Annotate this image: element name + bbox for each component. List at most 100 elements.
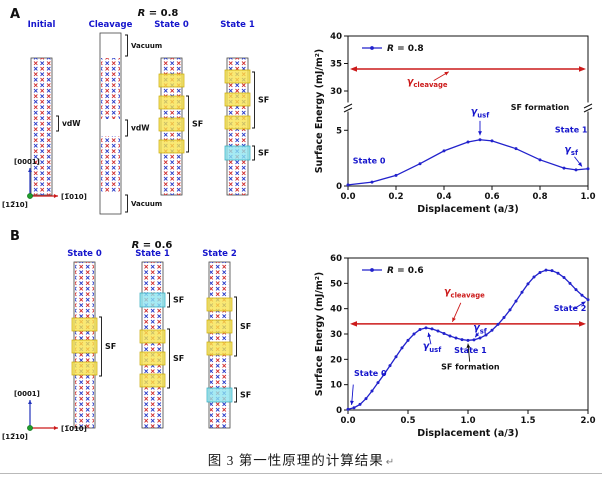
arrow-head bbox=[53, 194, 58, 198]
x-tick-label: 1.0 bbox=[580, 192, 595, 202]
data-point bbox=[460, 338, 464, 342]
region-bracket bbox=[99, 316, 102, 377]
data-point bbox=[574, 288, 578, 292]
axis-label-0001: [0001] bbox=[14, 158, 40, 166]
data-point bbox=[442, 331, 446, 335]
data-point bbox=[466, 140, 470, 144]
annotation: γsf bbox=[473, 323, 488, 336]
atomic-column: SF State 0 bbox=[67, 249, 116, 429]
yellow-sf-band bbox=[206, 297, 233, 312]
column-label: State 2 bbox=[202, 249, 237, 259]
yellow-sf-band bbox=[158, 139, 185, 154]
yellow-sf-band bbox=[206, 319, 233, 334]
y-tick-label: 40 bbox=[330, 305, 342, 315]
region-bracket bbox=[167, 328, 170, 389]
region-label: SF bbox=[105, 342, 116, 351]
axis-break-mark bbox=[583, 103, 593, 113]
column-label: Initial bbox=[28, 20, 56, 30]
yellow-sf-band bbox=[139, 373, 166, 388]
data-point bbox=[502, 316, 506, 320]
yellow-sf-band bbox=[158, 73, 185, 88]
data-point bbox=[346, 183, 350, 187]
region-label: SF bbox=[240, 322, 251, 331]
axis-label-1210: [12̅10] bbox=[2, 433, 28, 441]
annotation: State 0 bbox=[353, 157, 386, 166]
data-point bbox=[388, 364, 392, 368]
y-tick-label: 30 bbox=[330, 87, 342, 97]
data-point bbox=[586, 298, 590, 302]
x-tick-label: 0.4 bbox=[436, 192, 451, 202]
data-point bbox=[490, 139, 494, 143]
crystal-axes: [0001][1̅010][12̅10] bbox=[2, 158, 87, 209]
region-bracket bbox=[125, 194, 128, 213]
column-label: State 0 bbox=[67, 249, 102, 259]
atom-region bbox=[32, 58, 51, 195]
data-point bbox=[520, 290, 524, 294]
annotation: State 2 bbox=[554, 304, 587, 313]
yellow-sf-band bbox=[139, 351, 166, 366]
annotation: γsf bbox=[564, 145, 579, 158]
data-point bbox=[538, 270, 542, 274]
page-bottom-rule bbox=[0, 473, 602, 474]
x-tick-label: 0.0 bbox=[340, 192, 355, 202]
data-point bbox=[556, 271, 560, 275]
yellow-sf-band bbox=[224, 115, 251, 130]
annotation: SF formation bbox=[441, 362, 500, 371]
panel-label-B: B bbox=[10, 229, 20, 244]
data-point bbox=[508, 308, 512, 312]
region-bracket bbox=[56, 115, 59, 132]
plot-frame bbox=[347, 257, 589, 411]
data-point bbox=[394, 355, 398, 359]
data-point bbox=[478, 336, 482, 340]
figure-caption: 图 3 第一性原理的计算结果↵ bbox=[0, 449, 602, 469]
yellow-sf-band bbox=[71, 361, 98, 376]
out-of-plane-axis-dot bbox=[27, 193, 33, 199]
arrow-head bbox=[444, 71, 449, 76]
data-point bbox=[448, 334, 452, 338]
region-bracket bbox=[167, 292, 170, 308]
region-label: SF bbox=[258, 149, 269, 158]
yellow-sf-band bbox=[71, 339, 98, 354]
axis-break-gap bbox=[346, 102, 350, 112]
axis-label-1210: [12̅10] bbox=[2, 201, 28, 209]
y-tick-label: 40 bbox=[330, 32, 342, 42]
y-tick-label: 10 bbox=[330, 381, 342, 391]
data-point bbox=[466, 338, 470, 342]
data-point bbox=[538, 158, 542, 162]
region-label: SF bbox=[258, 96, 269, 105]
data-point bbox=[358, 402, 362, 406]
cyan-sf-band bbox=[224, 145, 251, 161]
atom-region bbox=[143, 262, 162, 428]
panel-title: R = 0.6 bbox=[132, 240, 173, 251]
data-point bbox=[406, 338, 410, 342]
region-bracket bbox=[234, 296, 237, 357]
data-point bbox=[454, 336, 458, 340]
atom-region bbox=[101, 136, 120, 193]
cleavage-arrow-right bbox=[579, 321, 586, 327]
yellow-sf-band bbox=[158, 117, 185, 132]
data-point bbox=[424, 326, 428, 330]
data-point bbox=[532, 275, 536, 279]
data-point bbox=[550, 269, 554, 273]
arrow-head bbox=[427, 332, 432, 338]
legend-label: R = 0.6 bbox=[387, 266, 424, 276]
yellow-sf-band bbox=[71, 317, 98, 332]
arrow-head bbox=[466, 343, 471, 348]
arrow-head bbox=[475, 332, 480, 338]
panel-title: R = 0.8 bbox=[138, 8, 179, 19]
yellow-sf-band bbox=[158, 95, 185, 110]
data-point bbox=[370, 180, 374, 184]
data-point bbox=[472, 338, 476, 342]
data-point bbox=[484, 333, 488, 337]
y-axis-title: Surface Energy (mJ/m²) bbox=[314, 272, 325, 397]
arrow-head bbox=[581, 301, 586, 306]
annotation: γcleavage bbox=[407, 76, 448, 89]
